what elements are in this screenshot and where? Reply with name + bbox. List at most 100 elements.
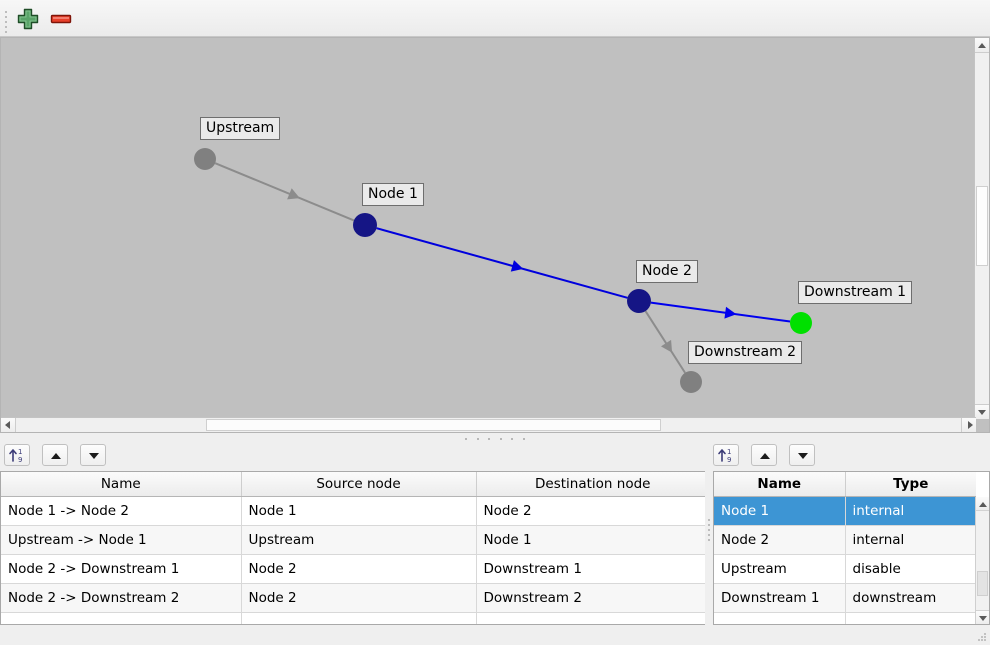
scroll-down-button[interactable] <box>975 404 989 419</box>
triangle-right-icon <box>968 421 973 429</box>
scroll-right-button[interactable] <box>961 418 976 432</box>
graph-edge-upstream-node1[interactable] <box>214 162 355 222</box>
node-table-empty-cell <box>714 612 846 624</box>
node-table-column-header-0[interactable]: Name <box>714 472 846 497</box>
edge-table-column-header-1[interactable]: Source node <box>241 472 477 497</box>
node-label-downstream2[interactable]: Downstream 2 <box>688 341 803 364</box>
edge-sort-button[interactable]: 1 9 <box>4 444 30 466</box>
svg-text:9: 9 <box>18 456 22 464</box>
resize-grip[interactable] <box>978 633 987 642</box>
edge-table-cell[interactable]: Node 2 <box>476 496 709 526</box>
green-plus-icon <box>17 8 39 30</box>
graph-edge-node1-node2[interactable] <box>376 227 628 299</box>
horizontal-scroll-thumb[interactable] <box>206 419 661 431</box>
edge-move-up-button[interactable] <box>42 444 69 466</box>
graph-node-downstream1[interactable] <box>790 312 812 334</box>
triangle-down-icon <box>979 616 987 621</box>
toolbar-grip[interactable] <box>4 8 9 33</box>
edge-table-cell[interactable]: Downstream 2 <box>476 583 709 613</box>
node-table-cell[interactable]: Node 1 <box>714 496 846 526</box>
node-sort-button[interactable]: 1 9 <box>713 444 739 466</box>
edge-table-cell[interactable]: Node 2 -> Downstream 1 <box>1 554 242 584</box>
edge-table-column-header-0[interactable]: Name <box>1 472 242 497</box>
node-table-column-header-1[interactable]: Type <box>845 472 976 497</box>
edge-table-cell[interactable]: Downstream 1 <box>476 554 709 584</box>
node-label-node2[interactable]: Node 2 <box>636 260 698 283</box>
edge-table-cell[interactable]: Node 2 -> Downstream 2 <box>1 583 242 613</box>
graph-horizontal-scrollbar[interactable] <box>1 417 976 432</box>
triangle-up-icon <box>51 453 62 459</box>
edge-table-cell[interactable]: Upstream <box>241 525 477 555</box>
sort-ascending-icon: 1 9 <box>718 448 731 464</box>
edge-table-empty-cell <box>1 612 242 624</box>
node-table-cell[interactable]: Node 2 <box>714 525 846 555</box>
splitter-grip-dots <box>708 519 710 547</box>
node-table-cell[interactable]: Downstream 1 <box>714 583 846 613</box>
vertical-splitter[interactable] <box>705 471 713 625</box>
scroll-up-button[interactable] <box>976 497 989 511</box>
edge-table-empty-cell <box>476 612 709 624</box>
graph-svg <box>194 148 812 393</box>
node-label-downstream1[interactable]: Downstream 1 <box>798 281 913 304</box>
graph-vertical-scrollbar[interactable] <box>974 38 989 419</box>
node-label-node1[interactable]: Node 1 <box>362 183 424 206</box>
node-table-cell[interactable]: disable <box>845 554 976 584</box>
vertical-scroll-thumb[interactable] <box>976 186 988 266</box>
edge-table-cell[interactable]: Node 1 <box>241 496 477 526</box>
node-move-up-button[interactable] <box>751 444 778 466</box>
graph-edge-node2-downstream2[interactable] <box>644 310 686 374</box>
node-table-scrollbar[interactable] <box>975 497 989 624</box>
node-table-cell[interactable]: internal <box>845 496 976 526</box>
edge-table-column-header-2[interactable]: Destination node <box>476 472 709 497</box>
graph-node-node1[interactable] <box>353 213 377 237</box>
edge-move-down-button[interactable] <box>80 444 107 466</box>
node-table-cell[interactable]: internal <box>845 525 976 555</box>
triangle-left-icon <box>5 421 10 429</box>
delete-node-button[interactable] <box>48 6 74 32</box>
arrowhead-icon <box>287 188 300 200</box>
edge-table-cell[interactable]: Node 1 -> Node 2 <box>1 496 242 526</box>
add-node-button[interactable] <box>15 6 41 32</box>
edge-table-empty-row <box>1 612 709 624</box>
node-table-cell[interactable]: downstream <box>845 583 976 613</box>
node-move-down-button[interactable] <box>789 444 816 466</box>
edge-table-cell[interactable]: Node 1 <box>476 525 709 555</box>
node-table-toolbar: 1 9 <box>713 444 822 466</box>
edge-table-cell[interactable]: Upstream -> Node 1 <box>1 525 242 555</box>
edge-table-cell[interactable]: Node 2 <box>241 583 477 613</box>
node-table-empty-row <box>714 612 976 624</box>
scroll-down-button[interactable] <box>976 610 989 624</box>
scroll-up-button[interactable] <box>975 38 989 53</box>
node-table-cell[interactable]: Upstream <box>714 554 846 584</box>
edge-table-toolbar: 1 9 <box>4 444 113 466</box>
graph-node-upstream[interactable] <box>194 148 216 170</box>
svg-text:9: 9 <box>727 456 731 464</box>
triangle-down-icon <box>89 453 100 459</box>
horizontal-splitter[interactable] <box>0 434 990 444</box>
node-table-scroll-thumb[interactable] <box>977 571 988 596</box>
edge-table-cell[interactable]: Node 2 <box>241 554 477 584</box>
graph-node-downstream2[interactable] <box>680 371 702 393</box>
graph-node-node2[interactable] <box>627 289 651 313</box>
graph-edge-node2-downstream1[interactable] <box>650 301 791 323</box>
scroll-left-button[interactable] <box>1 418 16 432</box>
node-label-upstream[interactable]: Upstream <box>200 117 281 140</box>
